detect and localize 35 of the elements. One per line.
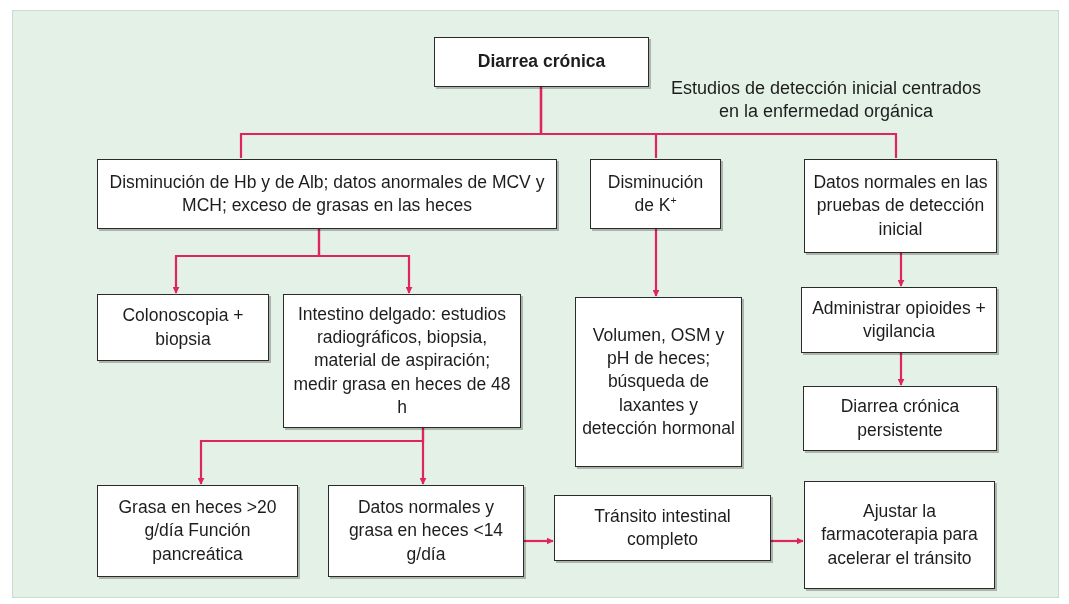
process-box	[803, 386, 997, 451]
process-box	[804, 159, 997, 253]
box-text: Datos normales y grasa en heces <14 g/día	[347, 496, 505, 566]
process-box	[434, 37, 649, 87]
process-box	[97, 485, 298, 577]
box-text: Administrar opioides + vigilancia	[811, 296, 987, 343]
process-box	[554, 495, 771, 561]
box-text: Disminución de Hb y de Alb; datos anormales de MCV y MCH; exceso de grasas en las heces	[108, 170, 546, 217]
process-box	[283, 294, 521, 428]
box-text: Ajustar la farmacoterapia para acelerar el tránsito	[820, 500, 979, 570]
box-text: Diarrea crónica	[477, 50, 606, 74]
box-text: Datos normales en las pruebas de detección inicial	[812, 171, 989, 241]
process-box	[590, 159, 721, 229]
arrow	[652, 229, 660, 297]
box-text: Volumen, OSM y pH de heces; búsqueda de laxantes y detección hormonal	[582, 324, 735, 440]
process-box	[575, 297, 742, 467]
arrow	[419, 428, 427, 485]
process-box	[97, 159, 557, 229]
box-text: Disminución de K$^{+}$	[606, 170, 705, 217]
arrow	[771, 537, 804, 545]
arrow	[897, 353, 905, 386]
note-text: Estudios de detección inicial centrados en la enfermedad orgánica	[669, 77, 983, 124]
box-text: Grasa en heces >20 g/día Función pancreática	[117, 496, 278, 566]
box-text: Colonoscopia + biopsia	[121, 304, 245, 351]
arrow	[897, 253, 905, 287]
box-text: Intestino delgado: estudios radiográficos, biopsia, material de aspiración; medir grasa en heces de 48 h	[292, 303, 512, 419]
process-box	[328, 485, 524, 577]
box-text: Tránsito intestinal completo	[593, 504, 732, 551]
process-box	[801, 287, 997, 353]
process-box	[804, 481, 995, 589]
arrow	[524, 537, 554, 545]
process-box	[97, 294, 269, 361]
connector-line	[539, 87, 898, 158]
arrow	[317, 229, 413, 294]
box-text: Diarrea crónica persistente	[839, 395, 961, 442]
